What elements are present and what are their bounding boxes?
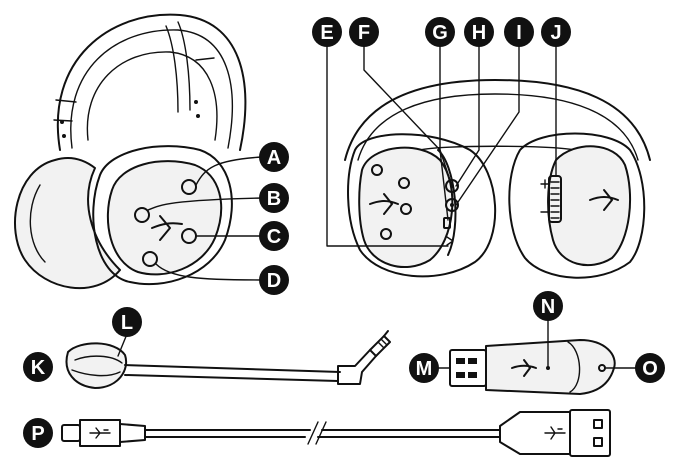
callout-l: L bbox=[112, 307, 142, 337]
callout-j: J bbox=[541, 17, 571, 47]
callout-a-label: A bbox=[267, 147, 281, 169]
leaders-right bbox=[326, 45, 557, 247]
detachable-microphone bbox=[65, 330, 391, 389]
callout-e-label: E bbox=[320, 22, 333, 44]
headset-side-view bbox=[14, 13, 247, 290]
hyperx-logo-icon bbox=[151, 215, 183, 241]
headset-front-view bbox=[344, 79, 651, 279]
callout-f-label: F bbox=[358, 22, 370, 44]
callout-b-label: B bbox=[267, 188, 281, 210]
callout-k-label: K bbox=[31, 357, 46, 379]
callout-h-label: H bbox=[472, 22, 486, 44]
callout-m-label: M bbox=[416, 358, 433, 380]
callout-f: F bbox=[349, 17, 379, 47]
usb-sound-card bbox=[449, 339, 616, 395]
callout-e: E bbox=[312, 17, 342, 47]
callout-b: B bbox=[259, 183, 289, 213]
hyperx-logo-usb-icon bbox=[511, 359, 537, 377]
callout-l-label: L bbox=[121, 312, 133, 334]
callout-o-label: O bbox=[642, 358, 658, 380]
usb-cable bbox=[61, 409, 611, 457]
callout-d-label: D bbox=[267, 270, 281, 292]
callout-g-label: G bbox=[432, 22, 448, 44]
callout-o: O bbox=[635, 353, 665, 383]
callout-h: H bbox=[464, 17, 494, 47]
callout-i: I bbox=[504, 17, 534, 47]
callout-i-label: I bbox=[516, 22, 522, 44]
callout-k: K bbox=[23, 352, 53, 382]
callout-n: N bbox=[533, 291, 563, 321]
hyperx-logo-left-cup-icon bbox=[369, 193, 399, 215]
callout-p: P bbox=[23, 418, 53, 448]
callout-c: C bbox=[259, 221, 289, 251]
callout-m: M bbox=[409, 353, 439, 383]
hyperx-logo-right-cup-icon bbox=[589, 189, 619, 211]
callout-d: D bbox=[259, 265, 289, 295]
callout-g: G bbox=[425, 17, 455, 47]
callout-c-label: C bbox=[267, 226, 281, 248]
leaders-left bbox=[147, 156, 263, 281]
callout-j-label: J bbox=[550, 22, 561, 44]
callout-a: A bbox=[259, 142, 289, 172]
callout-n-label: N bbox=[541, 296, 555, 318]
callout-p-label: P bbox=[31, 423, 44, 445]
